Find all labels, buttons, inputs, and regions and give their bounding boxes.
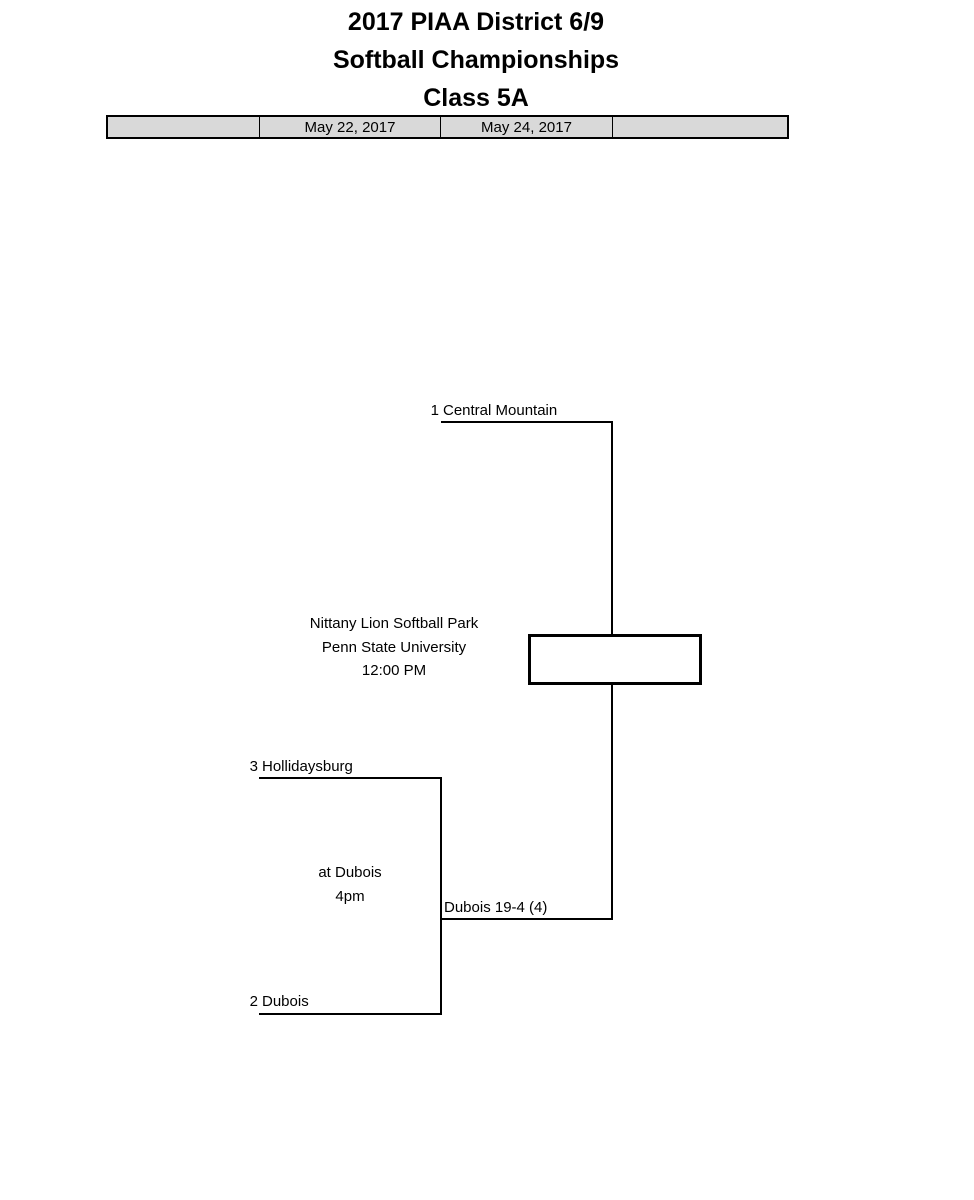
bracket-line-final-top — [441, 421, 613, 423]
bracket-line-semi-bottom — [259, 1013, 442, 1015]
date-cell-round-0 — [108, 117, 260, 137]
date-cell-round-3 — [613, 117, 787, 137]
venue-name: Nittany Lion Softball Park — [309, 615, 479, 632]
bracket-line-semi-vertical — [440, 777, 442, 1015]
date-cell-round-2: May 24, 2017 — [441, 117, 613, 137]
semi-venue: at Dubois 4pm — [290, 861, 410, 908]
final-venue: Nittany Lion Softball Park Penn State Un… — [254, 612, 534, 683]
team-name: Dubois — [262, 993, 309, 1010]
page-subtitle: Softball Championships — [332, 46, 620, 74]
class-title: Class 5A — [423, 84, 529, 112]
team-name: Hollidaysburg — [262, 758, 353, 775]
seed-number: 1 — [430, 402, 439, 419]
bracket-line-semi-top — [259, 777, 442, 779]
semi-venue-location: at Dubois — [318, 864, 382, 881]
date-cell-round-1: May 22, 2017 — [260, 117, 441, 137]
semi-venue-time: 4pm — [335, 887, 365, 905]
venue-time: 12:00 PM — [361, 662, 427, 679]
bracket-line-final-bottom-vertical — [611, 684, 613, 920]
seed-number: 2 — [249, 993, 258, 1010]
team-name: Central Mountain — [443, 402, 558, 419]
semi-result-text: Dubois 19-4 (4) — [444, 899, 548, 916]
semi-result: Dubois 19-4 (4) — [444, 899, 547, 917]
seed-number: 3 — [249, 758, 258, 775]
bracket-line-final-top-vertical — [611, 421, 613, 635]
venue-location: Penn State University — [321, 638, 467, 656]
page-title: 2017 PIAA District 6/9 — [347, 8, 605, 36]
date-header-bar: May 22, 2017 May 24, 2017 — [106, 115, 789, 139]
bracket-line-semi-result — [441, 918, 613, 920]
champion-box — [528, 634, 702, 685]
